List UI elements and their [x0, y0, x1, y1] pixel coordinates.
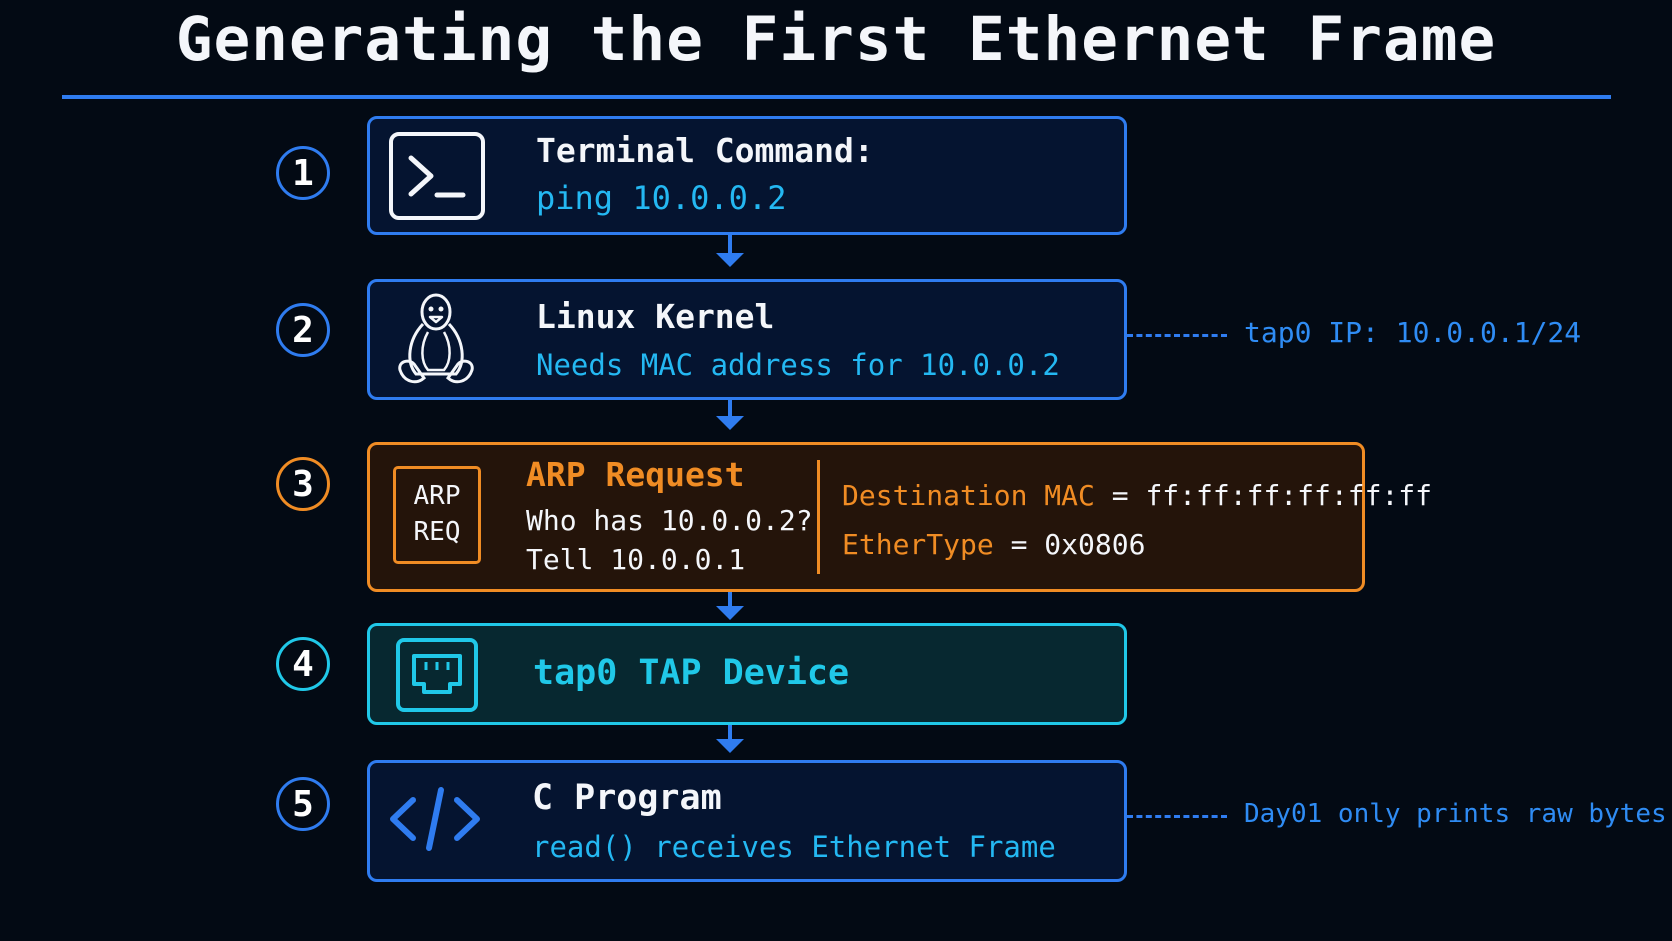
field-ethertype-value: = 0x0806	[1010, 528, 1146, 561]
flow-arrow-4-head	[716, 739, 744, 753]
step-2-note: tap0 IP: 10.0.0.1/24	[1244, 316, 1582, 349]
step-1-number-badge: 1	[276, 146, 330, 200]
arp-request-icon: ARP REQ	[393, 466, 481, 564]
step-1-terminal-box	[367, 116, 1127, 235]
arp-icon-line-1: ARP	[413, 481, 461, 511]
linux-penguin-icon	[398, 293, 474, 384]
flow-arrow-3-head	[716, 606, 744, 620]
step-1-heading: Terminal Command:	[536, 131, 874, 170]
step-5-description: read() receives Ethernet Frame	[532, 830, 1056, 864]
flow-arrow-2	[728, 400, 732, 416]
field-destination-mac-key: Destination MAC	[842, 479, 1095, 512]
flow-arrow-2-head	[716, 416, 744, 430]
step-5-heading: C Program	[532, 778, 722, 818]
step-2-note-connector	[1127, 334, 1227, 337]
network-port-icon	[396, 638, 478, 712]
step-5-note-connector	[1127, 815, 1227, 818]
step-3-line-1: Who has 10.0.0.2?	[526, 504, 813, 537]
field-ethertype: EtherType = 0x0806	[842, 528, 1145, 561]
page-title: Generating the First Ethernet Frame	[175, 4, 1497, 75]
step-5-program-box	[367, 760, 1127, 882]
title-divider	[62, 95, 1611, 99]
terminal-icon	[389, 132, 485, 220]
step-2-heading: Linux Kernel	[536, 297, 775, 336]
field-destination-mac-value: = ff:ff:ff:ff:ff:ff	[1111, 479, 1433, 512]
step-4-tap-device-box	[367, 623, 1127, 725]
step-3-heading: ARP Request	[526, 455, 745, 494]
step-5-note: Day01 only prints raw bytes	[1244, 799, 1667, 829]
step-3-arp-box	[367, 442, 1365, 592]
flow-arrow-4	[728, 725, 732, 739]
step-4-number-badge: 4	[276, 637, 330, 691]
step-5-number-badge: 5	[276, 777, 330, 831]
step-3-line-2: Tell 10.0.0.1	[526, 543, 746, 576]
step-4-heading: tap0 TAP Device	[533, 653, 850, 693]
field-ethertype-key: EtherType	[842, 528, 994, 561]
step-3-number-badge: 3	[276, 457, 330, 511]
step-2-description: Needs MAC address for 10.0.0.2	[536, 348, 1060, 382]
code-icon	[390, 787, 480, 851]
field-destination-mac: Destination MAC = ff:ff:ff:ff:ff:ff	[842, 479, 1432, 512]
step-2-kernel-box	[367, 279, 1127, 400]
step-2-number-badge: 2	[276, 303, 330, 357]
flow-arrow-3	[728, 592, 732, 606]
flow-arrow-1	[728, 235, 732, 253]
flow-arrow-1-head	[716, 253, 744, 267]
step-3-divider	[817, 460, 820, 574]
arp-icon-line-2: REQ	[413, 517, 461, 547]
step-1-command: ping 10.0.0.2	[536, 179, 787, 217]
